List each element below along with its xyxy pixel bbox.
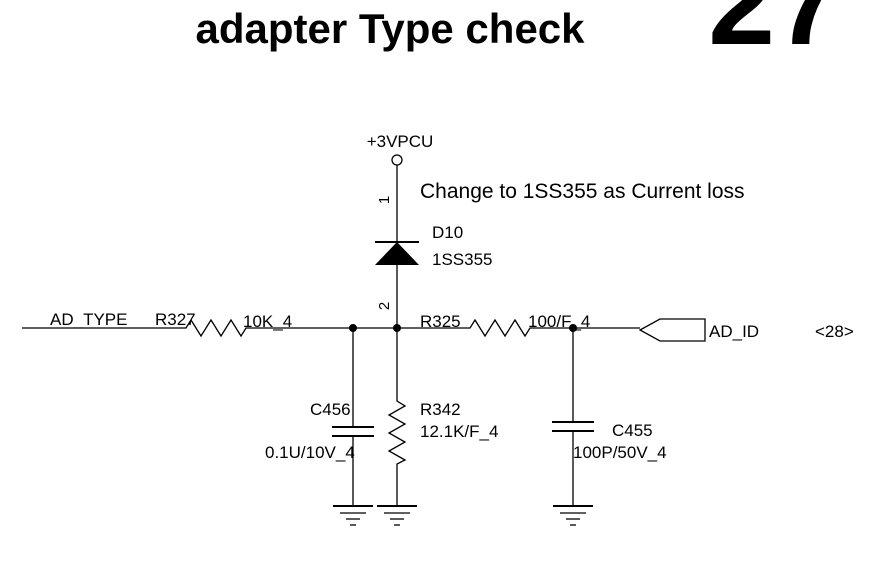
r327-ref-label: R327: [155, 310, 196, 329]
r327-value-label: 10K_4: [243, 312, 292, 331]
resistor-r325-symbol: [465, 318, 536, 338]
r342-value-label: 12.1K/F_4: [420, 422, 498, 441]
ad-id-offpage-connector: [638, 318, 706, 342]
diode-pin2-label: 2: [376, 302, 393, 310]
resistor-r327-symbol: [180, 318, 252, 338]
power-rail-label: +3VPCU: [367, 132, 434, 151]
ground-icon: [333, 505, 373, 526]
net-label-ad-id: AD_ID: [709, 322, 759, 341]
c456-ref-label: C456: [310, 400, 351, 419]
page-number: 27: [708, 0, 841, 70]
ground-icon: [377, 505, 417, 526]
r325-ref-label: R325: [420, 312, 461, 331]
design-note: Change to 1SS355 as Current loss: [420, 180, 745, 203]
r342-ref-label: R342: [420, 400, 461, 419]
r325-value-label: 100/F_4: [528, 312, 590, 331]
main-net-wire: [22, 318, 640, 338]
capacitor-c455-symbol: [552, 328, 594, 506]
power-rail-3vpcu: [391, 154, 403, 242]
page-ref-label: <28>: [815, 322, 854, 341]
diode-pin1-label: 1: [376, 196, 393, 204]
net-label-ad-type: AD_TYPE: [50, 310, 127, 329]
diode-ref-label: D10: [432, 223, 463, 242]
ground-icon: [553, 505, 593, 526]
capacitor-c456-symbol: [332, 328, 374, 506]
c455-ref-label: C455: [612, 421, 653, 440]
diode-d10-symbol: [375, 241, 419, 328]
resistor-r342-symbol: [387, 328, 407, 506]
c456-value-label: 0.1U/10V_4: [265, 443, 355, 462]
c455-value-label: 100P/50V_4: [573, 443, 667, 462]
page-title: adapter Type check: [195, 5, 585, 52]
diode-part-label: 1SS355: [432, 250, 493, 269]
